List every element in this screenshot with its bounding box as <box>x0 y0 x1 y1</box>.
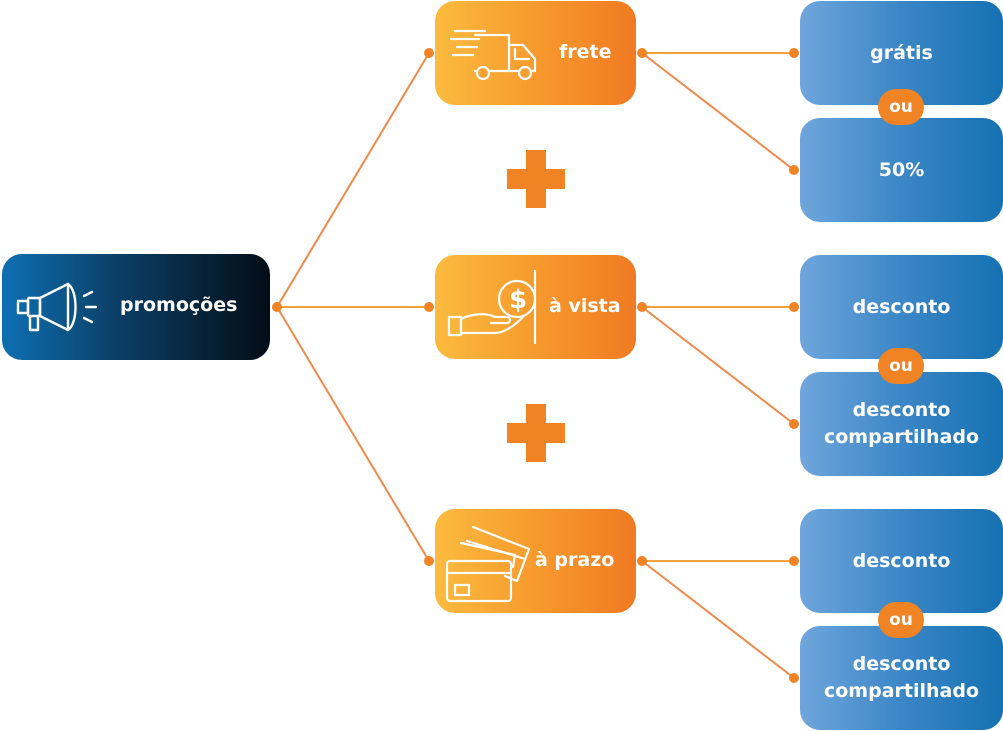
option-frete-gratis: grátis <box>800 1 1003 105</box>
connector-dot <box>424 302 434 312</box>
or-badge-a-vista: ou <box>878 348 924 384</box>
hand-dollar-coin-icon: $ <box>447 269 537 345</box>
connector-prazo-opt2 <box>641 560 795 679</box>
branch-node-a-vista: $ à vista <box>435 255 636 359</box>
delivery-truck-icon <box>449 29 537 81</box>
connector-dot <box>789 673 799 683</box>
branch-label-a-prazo: à prazo <box>535 549 615 571</box>
connector-dot <box>789 165 799 175</box>
option-prazo-desconto: desconto <box>800 509 1003 613</box>
megaphone-icon <box>16 282 98 332</box>
connector-dot <box>637 556 647 566</box>
option-line: 50% <box>878 158 925 181</box>
root-node-promocoes: promoções <box>2 254 270 360</box>
option-line: desconto <box>852 295 951 318</box>
svg-text:$: $ <box>509 285 527 315</box>
connector-dot <box>637 48 647 58</box>
connector-dot <box>789 419 799 429</box>
or-badge-frete: ou <box>878 89 924 125</box>
connector-dot <box>424 556 434 566</box>
connector-root-prazo <box>276 306 430 562</box>
plus-icon <box>507 404 565 462</box>
option-line: grátis <box>870 41 933 64</box>
option-line: compartilhado <box>823 680 979 702</box>
branch-node-a-prazo: à prazo <box>435 509 636 613</box>
connector-dot <box>789 556 799 566</box>
connector-frete-opt2 <box>641 52 795 171</box>
branch-label-a-vista: à vista <box>549 295 621 317</box>
connector-dot <box>637 302 647 312</box>
option-vista-desconto: desconto <box>800 255 1003 359</box>
root-label: promoções <box>120 294 238 316</box>
connector-dot <box>272 302 282 312</box>
plus-icon <box>507 150 565 208</box>
connector-root-frete <box>276 52 430 308</box>
option-vista-desconto-compartilhado: desconto compartilhado <box>800 372 1003 476</box>
option-line: desconto <box>852 399 951 421</box>
branch-label-frete: frete <box>559 41 612 63</box>
option-prazo-desconto-compartilhado: desconto compartilhado <box>800 626 1003 730</box>
or-badge-a-prazo: ou <box>878 602 924 638</box>
option-line: desconto <box>852 653 951 675</box>
connector-dot <box>424 48 434 58</box>
credit-cards-icon <box>445 525 531 603</box>
branch-node-frete: frete <box>435 1 636 105</box>
option-frete-50: 50% <box>800 118 1003 222</box>
connector-dot <box>789 48 799 58</box>
connector-vista-opt2 <box>641 306 795 425</box>
option-line: desconto <box>852 549 951 572</box>
connector-dot <box>789 302 799 312</box>
option-line: compartilhado <box>823 426 979 448</box>
